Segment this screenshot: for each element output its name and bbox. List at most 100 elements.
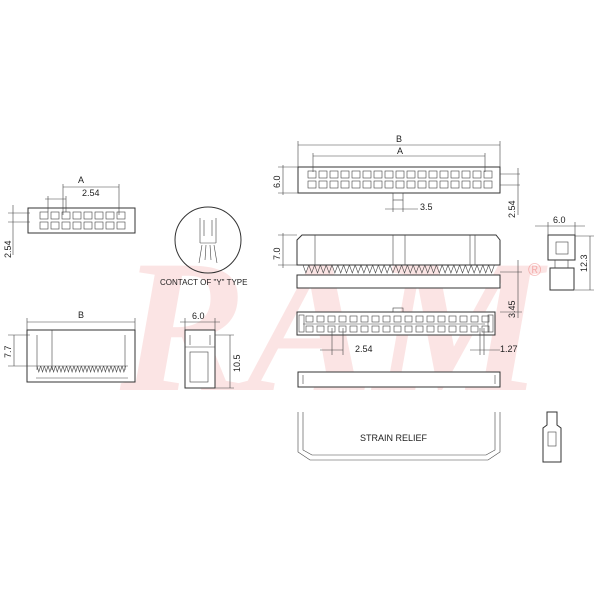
teeth [36,365,126,374]
contact-cells [39,211,126,230]
contact-cell [384,180,394,189]
contact-cell [329,170,339,179]
contact-cell [72,221,82,230]
tooth [73,365,78,374]
contact-detail: CONTACT OF "Y" TYPE [160,206,247,287]
tooth [103,365,108,374]
pin [327,325,336,333]
tooth [308,264,315,274]
contact-cell [439,170,449,179]
dim-height-label: 7.0 [272,247,282,260]
tooth [372,264,379,274]
polarization-key [392,192,404,201]
contact-cell [406,170,416,179]
tooth [331,264,339,274]
tooth [453,264,460,274]
tooth [418,264,426,274]
pin [327,315,336,323]
tooth [412,264,420,274]
teeth [302,264,495,274]
tooth [62,365,67,374]
tooth [302,264,310,274]
contact-cell [362,170,372,179]
tooth [121,365,126,374]
pin [338,325,347,333]
contact-cell [483,180,493,189]
tooth [488,264,495,274]
pin [415,315,424,323]
end-latch-left [298,314,305,333]
tooth [77,365,82,374]
tooth [424,264,431,274]
tooth [459,264,466,274]
pin [437,315,446,323]
pin-row [305,315,490,333]
contact-cell [417,180,427,189]
contact-cell [340,180,350,189]
tooth [482,264,489,274]
tooth [383,264,391,274]
tooth [354,264,362,274]
right-top-view: B A 6.0 3.5 2.54 [272,134,520,218]
contact-cell [83,221,93,230]
dimension-lines [278,233,522,318]
bottom-body [296,311,496,336]
tooth [337,264,344,274]
dim-a-label: A [78,175,84,185]
dimension-lines [8,318,136,379]
contact-cell [329,180,339,189]
tooth [110,365,115,374]
strain-relief-top [297,371,501,388]
pin [360,325,369,333]
tooth [465,264,472,274]
contact-cell [50,211,60,220]
pin [338,315,347,323]
pin [481,325,490,333]
dim-height-label: 10.5 [232,354,242,372]
tooth [114,365,119,374]
dim-b-label: B [78,310,84,320]
tooth [66,365,71,374]
pin [404,315,413,323]
tooth [320,264,327,274]
dim-b-label: B [396,134,402,144]
pin [393,315,402,323]
contact-cell [116,211,126,220]
contact-cell [340,170,350,179]
tooth [70,365,75,374]
dim-height-label: 12.3 [579,254,589,272]
tooth [51,365,56,374]
tooth [343,264,350,274]
contact-cells [307,170,493,189]
dim-key-label: 3.5 [420,202,433,212]
end-key [555,241,569,255]
pin [382,315,391,323]
tooth [436,264,443,274]
contact-cell [39,211,49,220]
dim-a-label: A [397,146,403,156]
tooth [84,365,89,374]
pin [393,325,402,333]
pin [448,315,457,323]
contact-cell [61,221,71,230]
pin [316,315,325,323]
contact-cell [50,221,60,230]
contact-cell [472,180,482,189]
tooth [92,365,97,374]
end-body [184,329,216,389]
tooth [407,264,414,274]
pin [349,315,358,323]
tooth [378,264,385,274]
contact-cell [307,180,317,189]
tooth [360,264,368,274]
contact-cell [450,180,460,189]
contact-cell [72,211,82,220]
tooth [366,264,373,274]
dimension-lines [278,141,520,215]
tooth [118,365,123,374]
contact-cell [83,211,93,220]
tooth [95,365,101,374]
pin [382,325,391,333]
